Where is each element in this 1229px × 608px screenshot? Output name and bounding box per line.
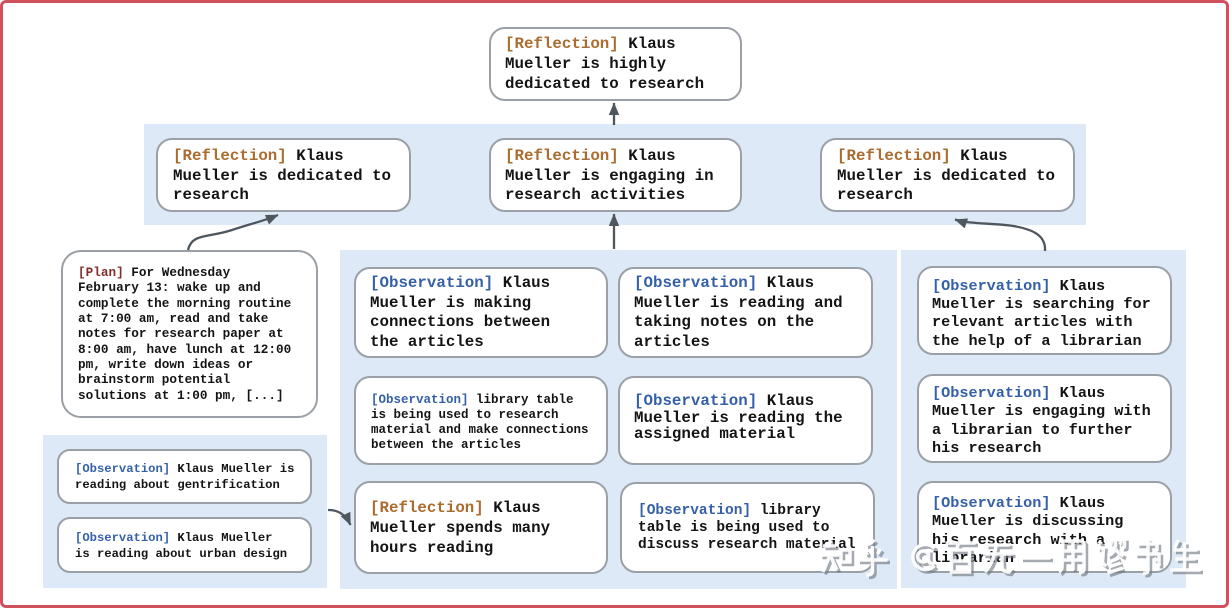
node-text-block: [Observation] Klaus Mueller is searching… bbox=[932, 277, 1151, 350]
node-obs-making-connections: [Observation] Klaus Mueller is making co… bbox=[354, 267, 608, 358]
reflection-label: [Reflection] bbox=[173, 147, 287, 165]
reflection-label: [Reflection] bbox=[505, 147, 619, 165]
node-obs-gentrification: [Observation] Klaus Mueller is reading a… bbox=[57, 449, 312, 504]
node-text: Klaus Mueller is reading the assigned ma… bbox=[634, 392, 843, 443]
node-text: For Wednesday February 13: wake up and c… bbox=[78, 265, 292, 403]
node-text-block: [Observation] Klaus Mueller is reading a… bbox=[75, 462, 294, 493]
node-text-block: [Observation] Klaus Mueller is engaging … bbox=[932, 384, 1151, 457]
node-text-block: [Reflection] Klaus Mueller is engaging i… bbox=[505, 147, 714, 206]
node-text: Klaus Mueller is searching for relevant … bbox=[932, 277, 1151, 350]
node-text-block: [Observation] Klaus Mueller is discussin… bbox=[932, 494, 1123, 568]
node-text-block: [Observation] Klaus Mueller is reading a… bbox=[75, 531, 287, 562]
node-text: Klaus Mueller is engaging in research ac… bbox=[505, 147, 714, 204]
node-reflection-1: [Reflection] Klaus Mueller is dedicated … bbox=[156, 138, 411, 212]
node-obs-library-table-research: [Observation] library table is being use… bbox=[354, 376, 608, 465]
node-text: library table is being used to research … bbox=[371, 393, 589, 453]
node-obs-discuss-material: [Observation] library table is being use… bbox=[620, 482, 875, 573]
node-text-block: [Observation] library table is being use… bbox=[638, 503, 856, 555]
node-text: Klaus Mueller is reading about urban des… bbox=[75, 531, 288, 561]
observation-label: [Observation] bbox=[634, 274, 758, 292]
node-text: Klaus Mueller is highly dedicated to res… bbox=[505, 35, 705, 93]
node-text: Klaus Mueller is dedicated to research bbox=[837, 147, 1056, 204]
node-text: Klaus Mueller is engaging with a librari… bbox=[932, 384, 1151, 457]
node-obs-taking-notes: [Observation] Klaus Mueller is reading a… bbox=[618, 267, 873, 358]
reflection-label: [Reflection] bbox=[837, 147, 951, 165]
observation-label: [Observation] bbox=[932, 384, 1051, 402]
node-text-block: [Reflection] Klaus Mueller is dedicated … bbox=[837, 147, 1055, 206]
observation-label: [Observation] bbox=[75, 531, 171, 545]
node-text: Klaus Mueller spends many hours reading bbox=[370, 499, 551, 557]
node-text-block: [Reflection] Klaus Mueller is dedicated … bbox=[173, 147, 391, 206]
node-obs-discussing-research: [Observation] Klaus Mueller is discussin… bbox=[917, 481, 1172, 573]
node-text-block: [Observation] Klaus Mueller is making co… bbox=[370, 274, 550, 352]
observation-label: [Observation] bbox=[932, 494, 1051, 512]
node-text: library table is being used to discuss r… bbox=[638, 503, 856, 554]
reflection-label: [Reflection] bbox=[505, 35, 619, 53]
observation-label: [Observation] bbox=[932, 277, 1051, 295]
node-text-block: [Reflection] Klaus Mueller is highly ded… bbox=[505, 35, 704, 94]
observation-label: [Observation] bbox=[634, 392, 758, 410]
node-reflection-3: [Reflection] Klaus Mueller is dedicated … bbox=[820, 138, 1075, 212]
node-obs-assigned-material: [Observation] Klaus Mueller is reading t… bbox=[618, 376, 873, 465]
node-text-block: [Observation] Klaus Mueller is reading a… bbox=[634, 274, 843, 352]
node-plan: [Plan] For Wednesday February 13: wake u… bbox=[61, 250, 318, 418]
node-obs-searching-articles: [Observation] Klaus Mueller is searching… bbox=[917, 266, 1172, 355]
observation-label: [Observation] bbox=[370, 274, 494, 292]
node-reflection-root: [Reflection] Klaus Mueller is highly ded… bbox=[489, 27, 742, 101]
observation-label: [Observation] bbox=[638, 503, 752, 519]
node-obs-urban-design: [Observation] Klaus Mueller is reading a… bbox=[57, 517, 312, 573]
node-reflection-hours-reading: [Reflection] Klaus Mueller spends many h… bbox=[354, 481, 608, 574]
node-text: Klaus Mueller is dedicated to research bbox=[173, 147, 392, 204]
node-text-block: [Plan] For Wednesday February 13: wake u… bbox=[78, 265, 291, 403]
plan-label: [Plan] bbox=[78, 265, 124, 280]
observation-label: [Observation] bbox=[75, 462, 171, 476]
reflection-label: [Reflection] bbox=[370, 499, 484, 517]
node-obs-engaging-librarian: [Observation] Klaus Mueller is engaging … bbox=[917, 374, 1172, 463]
node-text: Klaus Mueller is reading about gentrific… bbox=[75, 462, 295, 492]
observation-label: [Observation] bbox=[371, 393, 469, 407]
node-text-block: [Reflection] Klaus Mueller spends many h… bbox=[370, 499, 550, 558]
node-text-block: [Observation] Klaus Mueller is reading t… bbox=[634, 393, 843, 443]
node-text-block: [Observation] library table is being use… bbox=[371, 393, 589, 453]
node-text: Klaus Mueller is making connections betw… bbox=[370, 274, 551, 351]
node-reflection-2: [Reflection] Klaus Mueller is engaging i… bbox=[489, 138, 742, 212]
node-text: Klaus Mueller is reading and taking note… bbox=[634, 274, 843, 351]
